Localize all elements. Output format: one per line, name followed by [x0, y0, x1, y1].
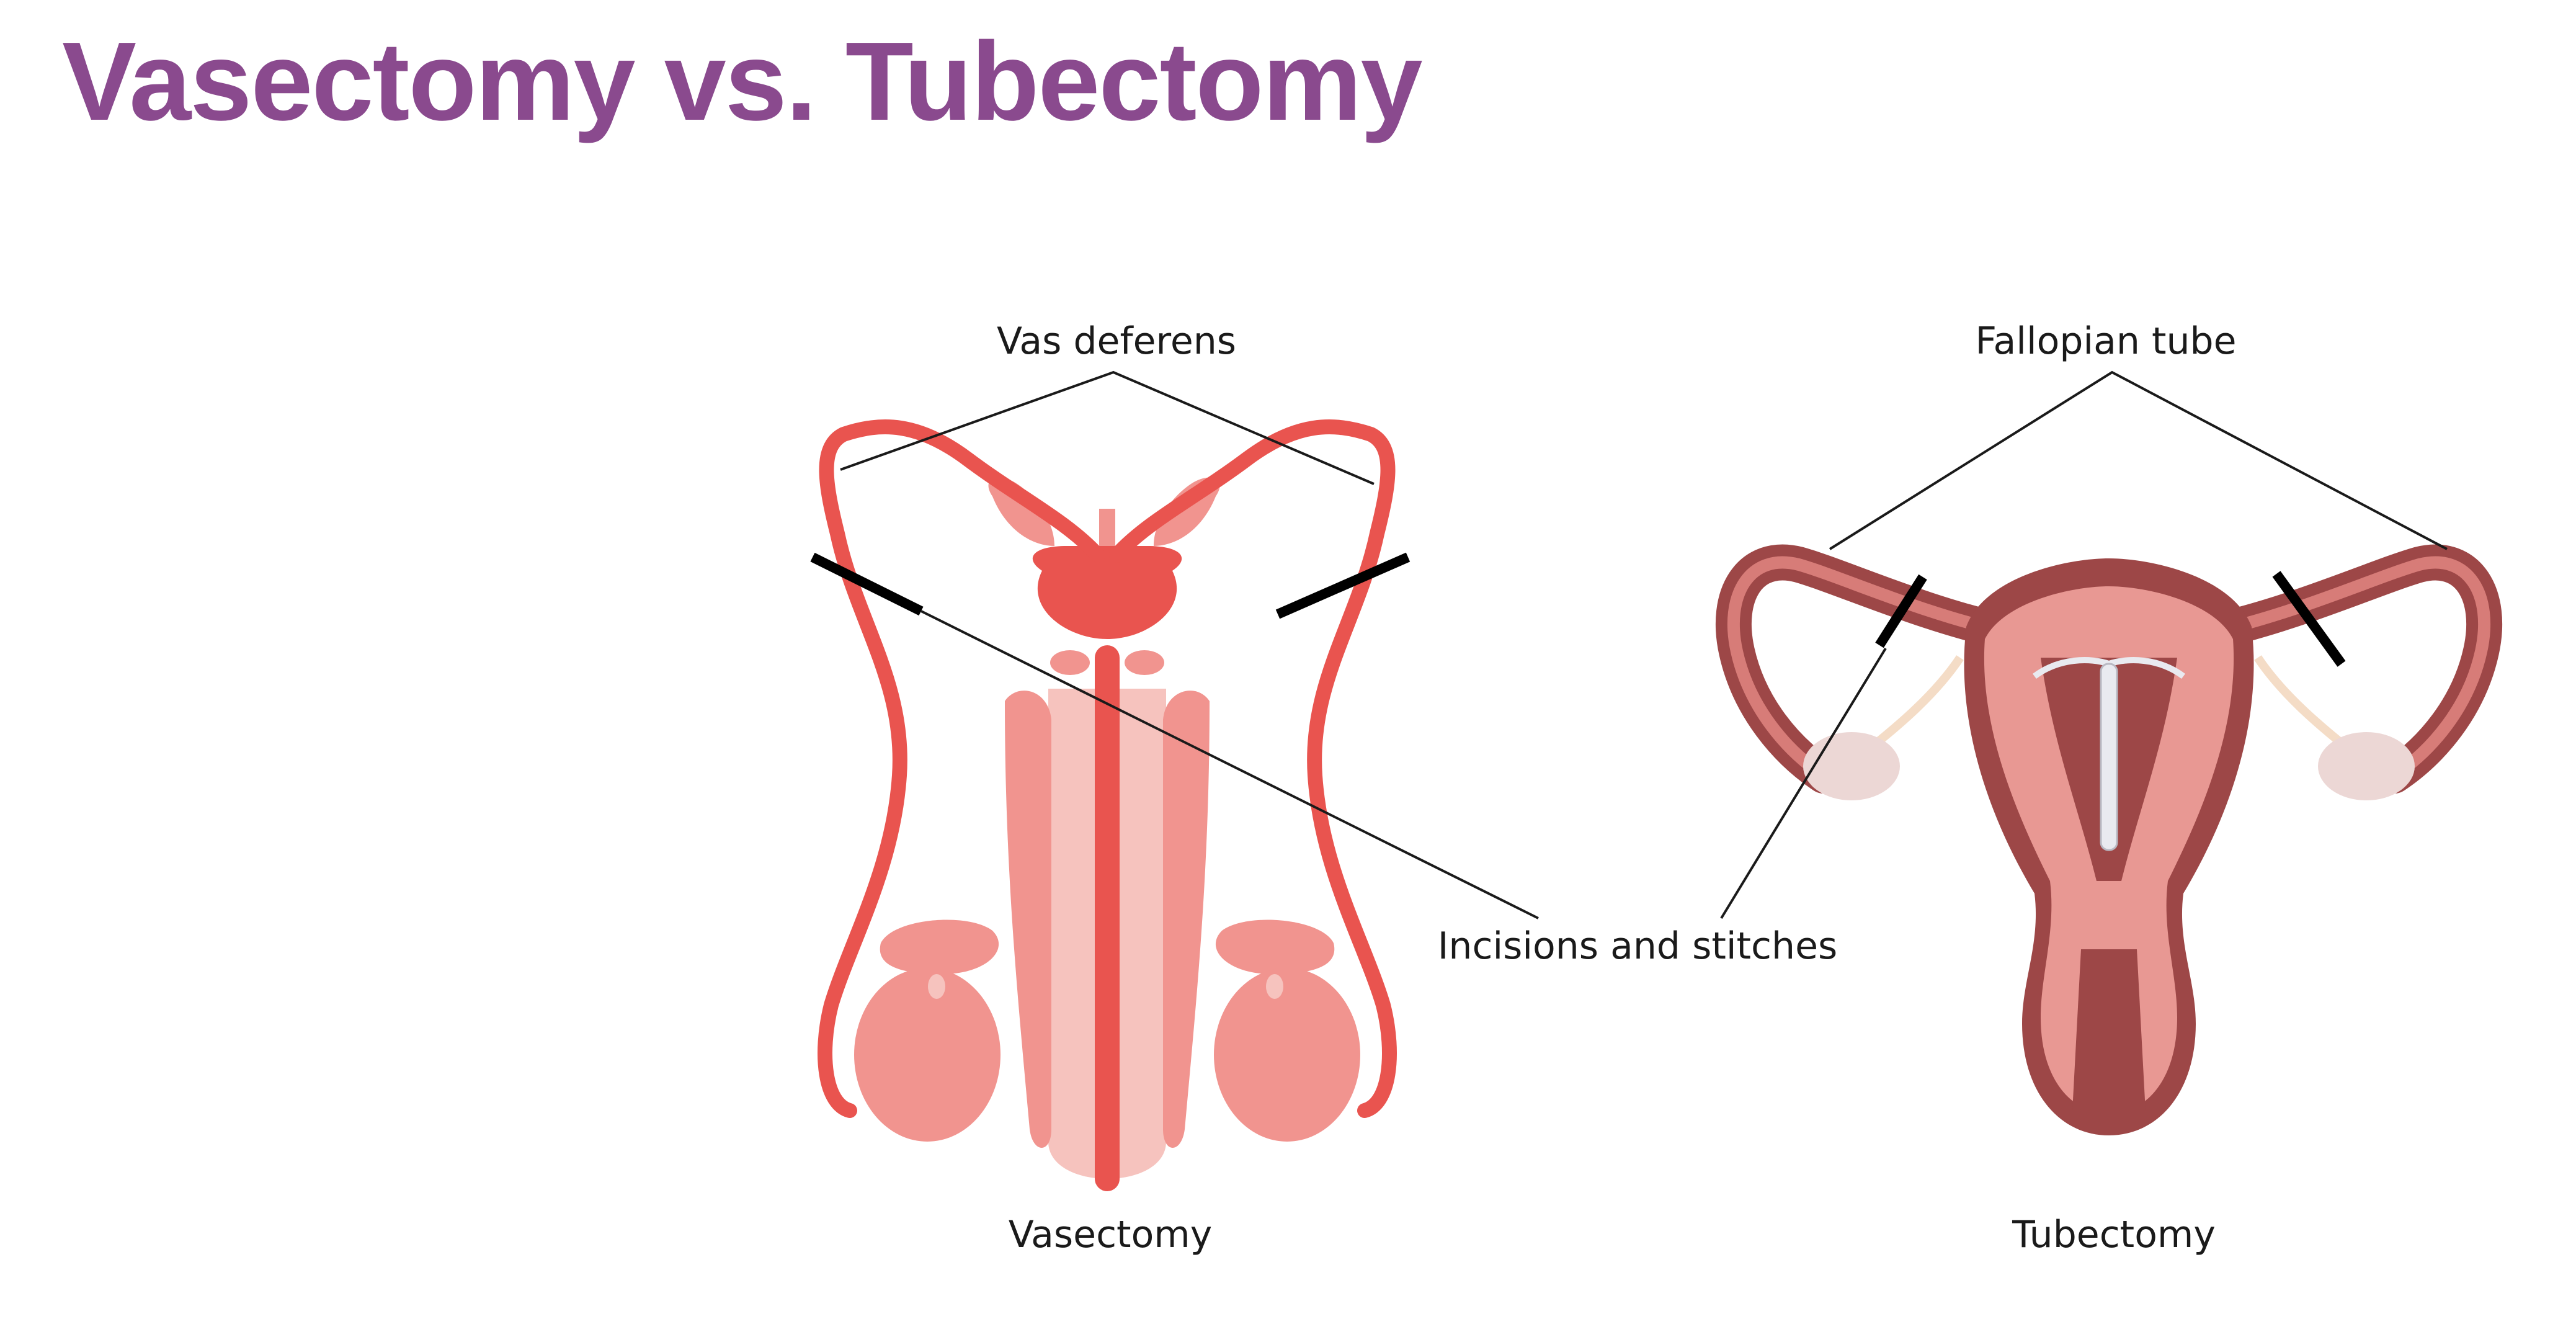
right-epididymis	[1215, 919, 1335, 974]
vas-deferens-label: Vas deferens	[997, 320, 1236, 363]
female-reproductive-illustration	[1715, 544, 2503, 1135]
right-vas-incision-mark	[1275, 552, 1411, 619]
left-seminal-vesicle	[988, 477, 1054, 546]
male-reproductive-illustration	[810, 419, 1411, 1191]
left-bulbourethral-gland	[1050, 650, 1090, 675]
fallopian-tube-label: Fallopian tube	[1976, 320, 2237, 363]
cervical-canal	[2072, 949, 2146, 1123]
leader-lines	[840, 370, 2448, 919]
right-tube-incision-mark	[2272, 571, 2346, 667]
left-vas-incision-mark	[810, 552, 924, 616]
left-corpus	[1005, 691, 1051, 1148]
right-ovarian-ligament	[2254, 655, 2354, 754]
vasectomy-caption: Vasectomy	[1009, 1213, 1213, 1256]
left-fallopian-tube-inner	[1727, 556, 2016, 782]
left-epididymis	[880, 919, 999, 974]
incisions-label: Incisions and stitches	[1438, 924, 1838, 968]
tubectomy-caption: Tubectomy	[2012, 1213, 2216, 1256]
left-ovary	[1803, 732, 1900, 800]
vas-deferens-leader	[840, 370, 1375, 485]
iud-stem	[2100, 663, 2118, 851]
right-testis-highlight	[1266, 974, 1283, 999]
incision-leader-right	[1720, 647, 1887, 919]
urethra	[1095, 645, 1120, 1191]
prostate	[1032, 546, 1182, 639]
right-ovary	[2318, 732, 2415, 800]
right-fallopian-tube-inner	[2202, 556, 2491, 782]
slide-title: Vasectomy vs. Tubectomy	[62, 19, 1423, 144]
left-tube-incision-mark	[1875, 574, 1927, 648]
right-testis	[1214, 968, 1360, 1142]
right-bulbourethral-gland	[1125, 650, 1164, 675]
left-ovarian-ligament	[1864, 655, 1964, 754]
incision-leader-left	[920, 610, 1539, 919]
left-testis-highlight	[928, 974, 945, 999]
fallopian-tube-leader	[1829, 370, 2448, 550]
right-corpus	[1163, 691, 1210, 1148]
left-testis	[854, 968, 1001, 1142]
